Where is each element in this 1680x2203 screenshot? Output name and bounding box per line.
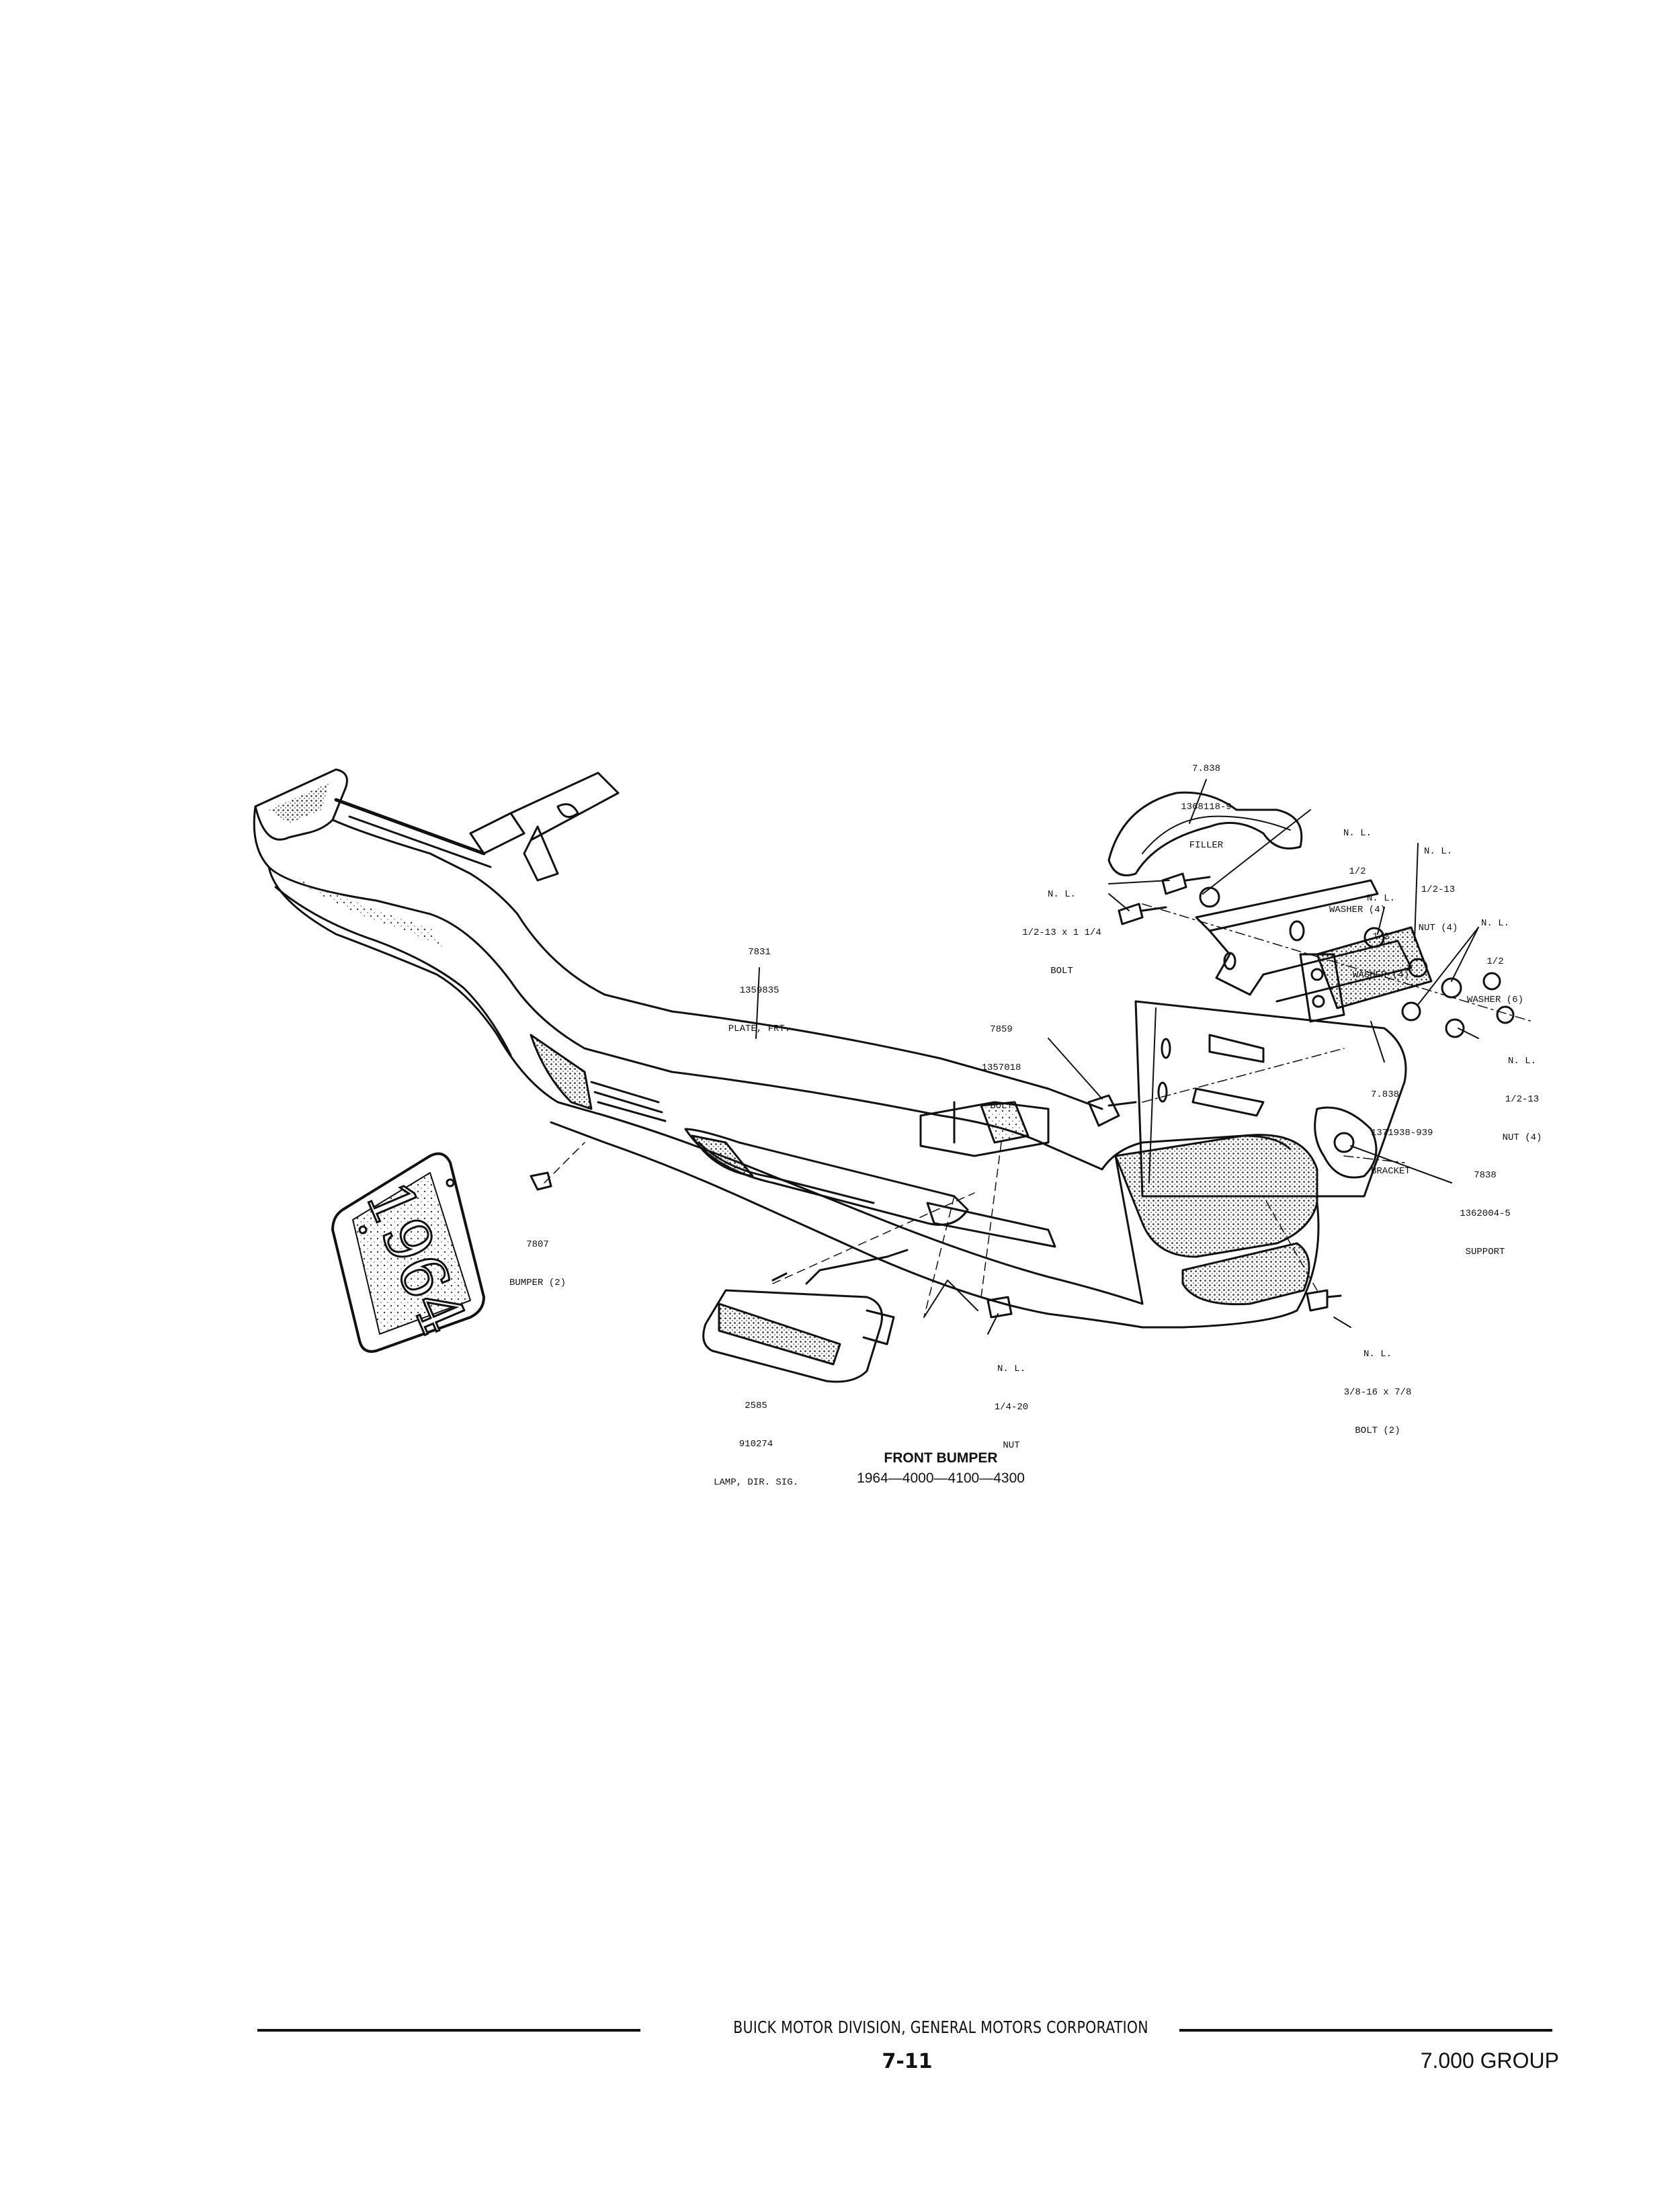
caption-models: 1964—4000—4100—4300 <box>857 1470 1025 1486</box>
small-fasteners <box>530 1142 1342 1319</box>
footer-company: BUICK MOTOR DIVISION, GENERAL MOTORS COR… <box>733 2018 1148 2037</box>
right-bracket-assembly <box>1087 791 1533 1198</box>
page-number: 7-11 <box>882 2050 933 2073</box>
callout-nut-4-right: N. L. 1/2-13 NUT (4) <box>1502 1056 1542 1143</box>
callout-bolt-top: N. L. 1/2-13 x 1 1/4 BOLT <box>1022 889 1101 976</box>
footer-rule-right <box>1179 2029 1552 2032</box>
callout-filler: 7.838 1368118-9 FILLER <box>1181 763 1232 851</box>
filler <box>1107 791 1303 876</box>
callout-bracket: 7.838 1371938-939 BRACKET <box>1371 1089 1433 1177</box>
callout-nut-4-top: N. L. 1/2-13 NUT (4) <box>1418 846 1458 933</box>
callout-washer-4-mid: N. L. 1/2 WASHER (4) <box>1352 893 1409 981</box>
direction-signal-lamp <box>702 1249 909 1383</box>
callout-plate-frt: 7831 1359835 PLATE, FRT. <box>728 947 791 1034</box>
license-plate-1964 <box>331 1152 485 1353</box>
callout-washer-6: N. L. 1/2 WASHER (6) <box>1466 918 1523 1005</box>
callout-lamp: 2585 910274 LAMP, DIR. SIG. <box>713 1401 799 1488</box>
callout-bumper-2: 7807 BUMPER (2) <box>509 1239 566 1288</box>
callout-nut-quarter: N. L. 1/4-20 NUT <box>994 1364 1029 1451</box>
group-label: 7.000 GROUP <box>1420 2048 1559 2073</box>
bumper-bar <box>253 768 1320 1329</box>
leader-lines <box>755 779 1479 1335</box>
callout-bolt-2: N. L. 3/8-16 x 7/8 BOLT (2) <box>1343 1349 1412 1436</box>
upper-bracket <box>1195 879 1379 932</box>
footer-rule-left <box>257 2029 640 2032</box>
callout-bolt-7859: 7859 1357018 BOLT <box>981 1024 1021 1112</box>
callout-washer-4-top: N. L. 1/2 WASHER (4) <box>1329 828 1386 915</box>
callout-support: 7838 1362004-5 SUPPORT <box>1460 1170 1511 1257</box>
support-plate <box>1134 1000 1407 1198</box>
caption-title: FRONT BUMPER <box>884 1450 998 1466</box>
diagram-caption: FRONT BUMPER 1964—4000—4100—4300 <box>706 1448 1176 1489</box>
